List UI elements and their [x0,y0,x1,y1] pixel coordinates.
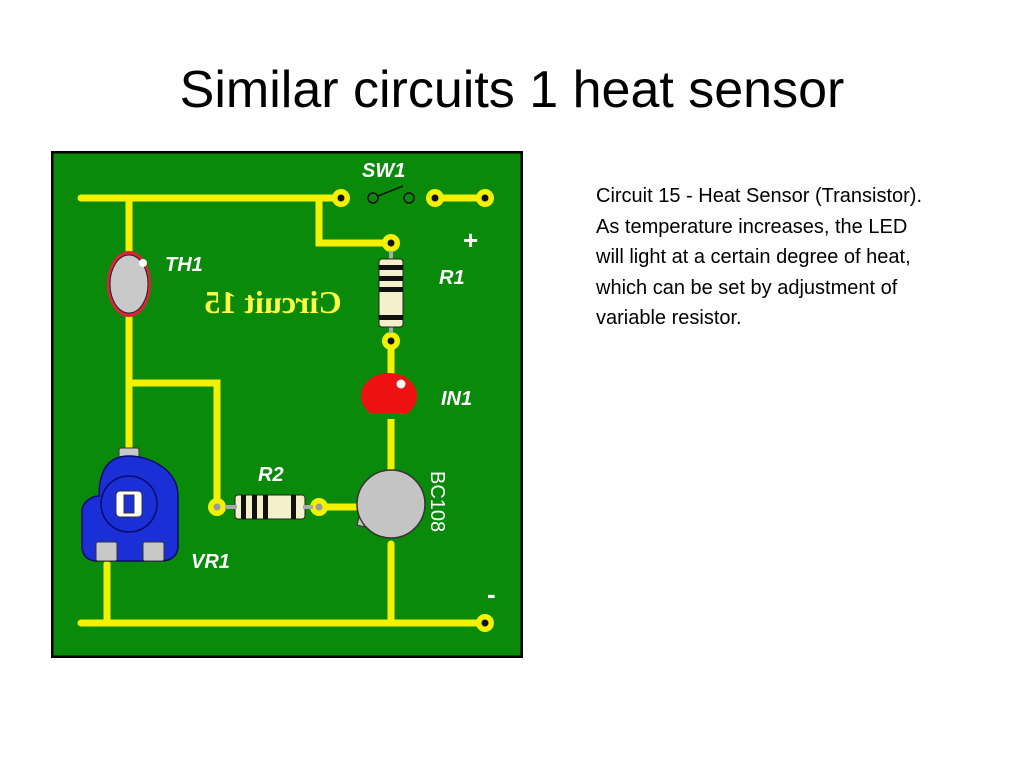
solder-pads [208,189,494,632]
resistor-r1 [378,251,404,333]
description-text: Circuit 15 - Heat Sensor (Transistor). A… [596,181,926,334]
label-in1: IN1 [441,388,472,410]
label-sw1: SW1 [362,160,405,182]
label-minus: - [487,579,496,609]
label-bc108: BC108 [426,471,448,532]
circuit-board-diagram: SW1 TH1 R1 IN1 R2 VR1 BC108 + - Circuit … [51,151,523,658]
label-r1: R1 [439,267,465,289]
potentiometer-vr1 [81,447,179,562]
switch-sw1 [367,185,415,204]
label-r2: R2 [258,464,284,486]
led-in1 [361,373,417,419]
thermistor-th1 [107,251,151,317]
silkscreen-label: Circuit 15 [204,284,341,320]
resistor-r2 [225,494,313,520]
label-vr1: VR1 [191,551,230,573]
transistor-bc108 [356,469,426,539]
slide-title: Similar circuits 1 heat sensor [179,61,845,119]
description-line-2: As temperature increases, the LED will l… [596,215,911,330]
label-th1: TH1 [165,254,203,276]
description-line-1: Circuit 15 - Heat Sensor (Transistor). [596,185,923,207]
label-plus: + [463,225,478,255]
